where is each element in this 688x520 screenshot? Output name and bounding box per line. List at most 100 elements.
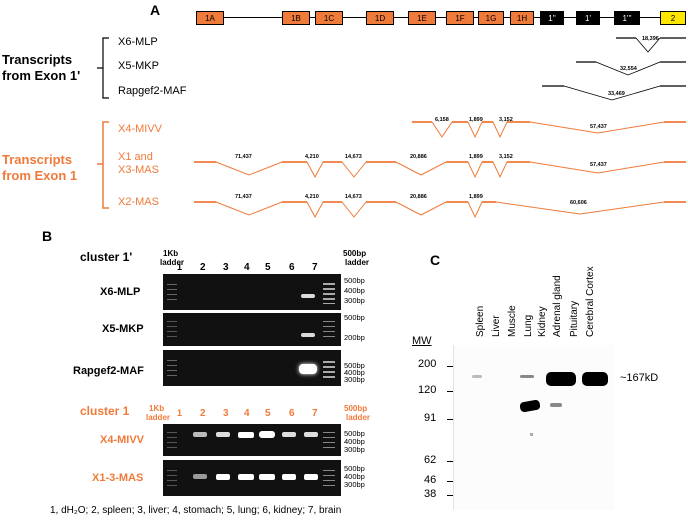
transcript-x1-x3-line1: X1 and <box>118 151 153 163</box>
group1-title-line2: from Exon 1' <box>2 68 81 83</box>
bp-x1-3: 300bp <box>344 480 365 489</box>
band-x4-lane5 <box>259 431 275 438</box>
ladder-left-line2-bottom: ladder <box>146 413 171 422</box>
lane-7-bottom: 7 <box>312 408 318 419</box>
exon-1a: 1A <box>196 11 224 25</box>
band-x4-lane4 <box>238 432 254 438</box>
bp-x5-1: 500bp <box>344 313 365 322</box>
gel-label-x5-mkp: X5-MKP <box>102 323 144 335</box>
blot-band-adrenal <box>546 372 576 386</box>
blot-band-kidney <box>550 403 562 407</box>
mw-title: MW <box>412 335 432 347</box>
tissue-kidney: Kidney <box>537 306 548 337</box>
gene-backbone <box>196 17 676 18</box>
x1-intron-3: 14,673 <box>345 154 362 160</box>
x1-intron-5: 1,899 <box>469 154 483 160</box>
ladder-left-line2-top: ladder <box>160 258 185 267</box>
mw-200: 200 <box>418 358 437 370</box>
tissue-spleen: Spleen <box>475 305 486 337</box>
tick-200 <box>447 366 453 367</box>
tissue-cerebral-cortex: Cerebral Cortex <box>585 266 596 337</box>
x2-intron-6: 60,606 <box>570 200 587 206</box>
lane-3-bottom: 3 <box>223 408 229 419</box>
bp-maf-3: 300bp <box>344 375 365 384</box>
x2-intron-5: 1,899 <box>469 194 483 200</box>
ladder-left-line1-top: 1Kb <box>163 249 179 258</box>
tick-91 <box>447 419 453 420</box>
transcript-x6-mlp: X6-MLP <box>118 36 158 48</box>
x2-intron-3: 14,673 <box>345 194 362 200</box>
tick-120 <box>447 391 453 392</box>
gel-label-x6-mlp: X6-MLP <box>100 286 141 298</box>
exon-2: 2 <box>660 11 686 25</box>
lane-3-top: 3 <box>223 262 229 273</box>
band-x1-lane4 <box>238 474 254 480</box>
blot-spot <box>530 433 533 436</box>
band-x1-lane2 <box>193 474 207 479</box>
bp-x4-1: 500bp <box>344 429 365 438</box>
exon-1g: 1G <box>478 11 504 25</box>
lane-2-top: 2 <box>200 262 206 273</box>
band-brain-maf <box>299 364 317 374</box>
tissue-pituitary: Pituitary <box>569 300 580 337</box>
gel-x4-mivv <box>163 424 341 456</box>
ladder-left-x4 <box>167 428 177 452</box>
ladder-right-x4 <box>323 428 335 452</box>
transcript-x4-mivv: X4-MIVV <box>118 123 163 135</box>
blot-band-cortex <box>582 372 608 386</box>
blot-band-lung-faint <box>520 375 534 378</box>
x2-intron-2: 4,210 <box>305 194 319 200</box>
group2-bracket <box>97 121 109 209</box>
x6-intron-label: 18,396 <box>642 36 659 42</box>
bp-x1-1: 500bp <box>344 464 365 473</box>
exon-1b: 1B <box>282 11 310 25</box>
bp-maf-1: 500bp <box>344 361 365 370</box>
gel-x1-3-mas <box>163 460 341 496</box>
x1-intron-4: 20,886 <box>410 154 427 160</box>
group1-bracket <box>97 37 109 99</box>
tissue-adrenal-gland: Adrenal gland <box>552 275 563 337</box>
tissue-muscle: Muscle <box>507 305 518 337</box>
lane-6-bottom: 6 <box>289 408 295 419</box>
gel-x6-mlp <box>163 274 341 310</box>
band-size-label: ~167kD <box>620 372 659 384</box>
x1-intron-7: 57,437 <box>590 162 607 168</box>
ladder-right-x1 <box>323 466 335 490</box>
exon-1f: 1F <box>446 11 474 25</box>
blot-band-spleen <box>472 375 482 378</box>
exon-1d: 1D <box>366 11 394 25</box>
x1-intron-6: 3,152 <box>499 154 513 160</box>
ladder-left-maf <box>167 356 177 380</box>
x4-intron-1: 6,158 <box>435 117 449 123</box>
bp-x1-2: 400bp <box>344 472 365 481</box>
group2-title-line2: from Exon 1 <box>2 168 78 183</box>
black-transcript-diagrams <box>542 37 686 101</box>
band-x4-lane3 <box>216 432 230 437</box>
group2-title-line1: Transcripts <box>2 152 73 167</box>
tissue-lung: Lung <box>523 314 534 337</box>
western-blot <box>453 345 614 510</box>
x1-intron-1: 71,437 <box>235 154 252 160</box>
exon-1h: 1H <box>510 11 534 25</box>
transcript-rapgef2-maf: Rapgef2-MAF <box>118 85 187 97</box>
bp-x4-3: 300bp <box>344 445 365 454</box>
maf-intron-label: 33,469 <box>608 91 625 97</box>
tick-46 <box>447 481 453 482</box>
orange-transcript-diagrams <box>194 121 686 219</box>
ladder-left-x5 <box>167 317 177 341</box>
lane-1-bottom: 1 <box>177 408 183 418</box>
bp-maf-2: 400bp <box>344 368 365 377</box>
ladder-right-x5 <box>323 317 335 341</box>
tick-38 <box>447 495 453 496</box>
mw-38: 38 <box>424 488 437 500</box>
lane-5-bottom: 5 <box>265 408 271 419</box>
lane-5-top: 5 <box>265 262 271 273</box>
bp-x6-3: 300bp <box>344 296 365 305</box>
lane-4-top: 4 <box>244 262 250 273</box>
ladder-left-x1 <box>167 466 177 490</box>
panel-c-letter: C <box>430 252 441 268</box>
gel-label-x1-3-mas: X1-3-MAS <box>92 472 144 484</box>
bp-x4-2: 400bp <box>344 437 365 446</box>
transcript-x2-mas: X2-MAS <box>118 196 159 208</box>
gel-label-x4-mivv: X4-MIVV <box>100 434 145 446</box>
